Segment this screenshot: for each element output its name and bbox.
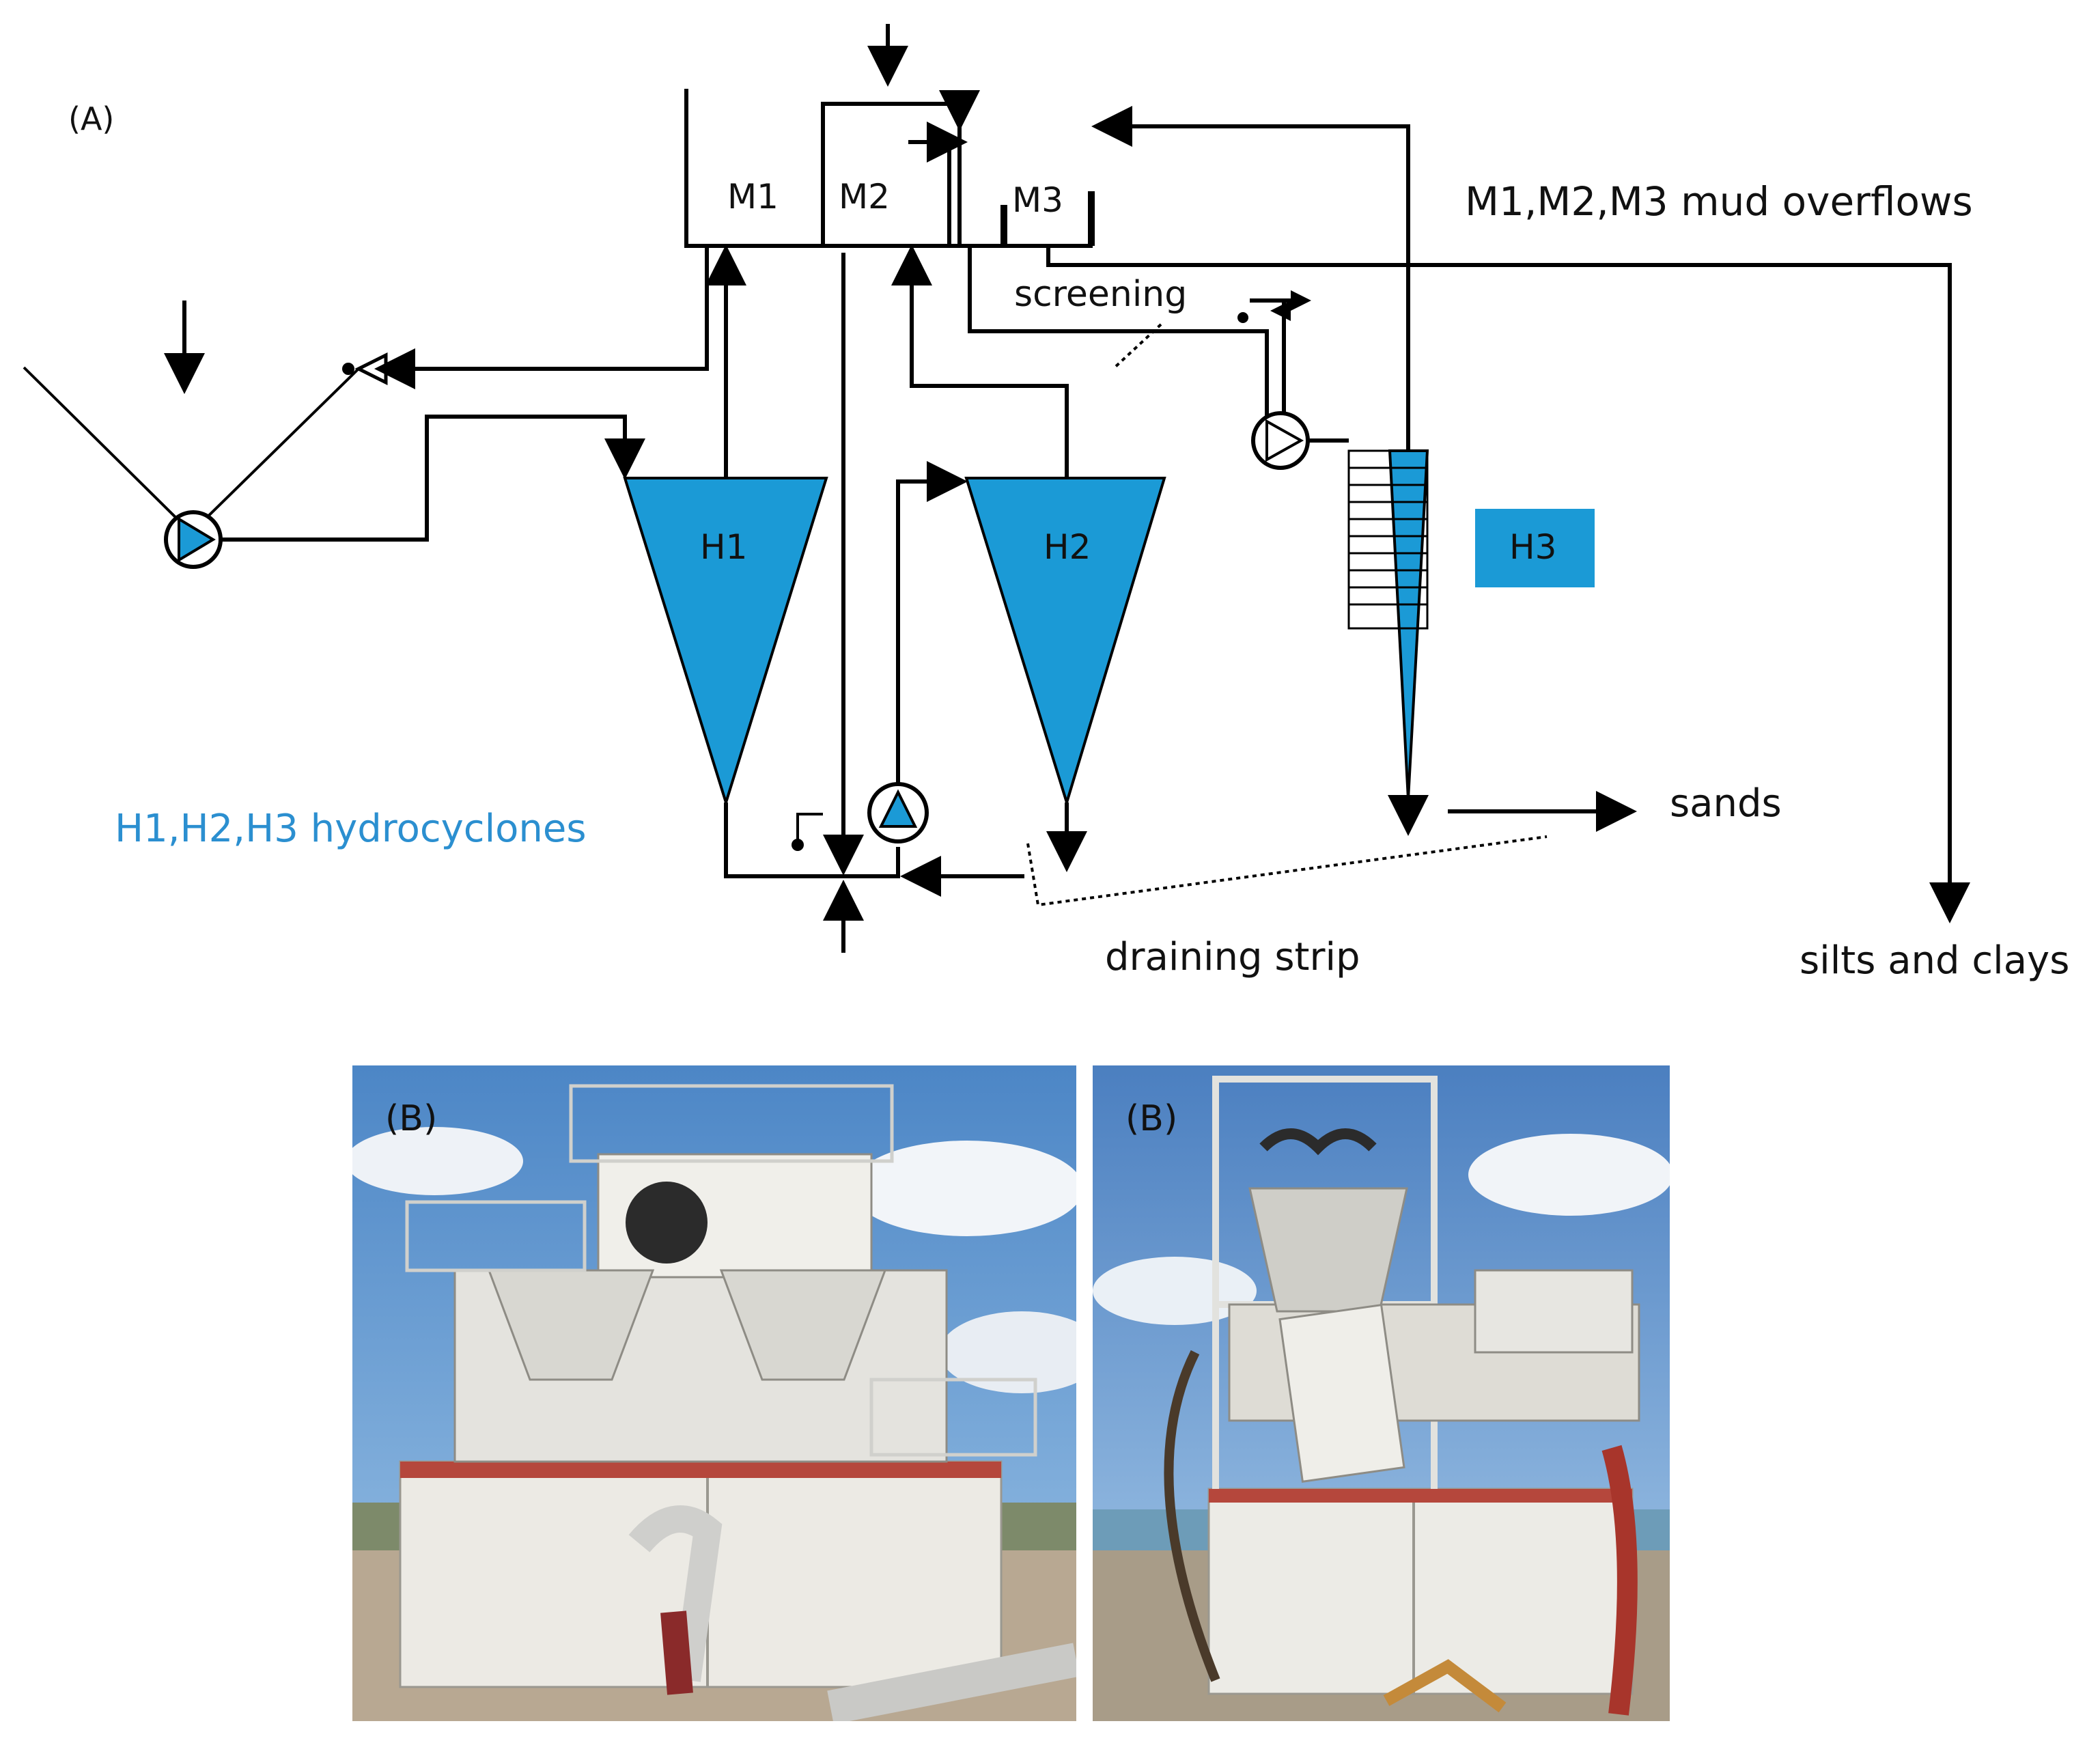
- pump-1: [164, 510, 223, 569]
- tank-outline: [684, 89, 1093, 248]
- tank-m2: [821, 102, 962, 248]
- h3-classifier-grid: [1347, 449, 1429, 630]
- process-diagram: (A) M1 M2 M3 H1 H2 H3: [23, 24, 2069, 983]
- label-draining-strip: draining strip: [1105, 935, 1360, 979]
- label-h3: H3: [1509, 527, 1556, 567]
- label-m1: M1: [727, 177, 779, 217]
- h3-label-box: [1475, 509, 1595, 587]
- pump-2: [867, 782, 929, 843]
- legend-hydrocyclones: H1,H2,H3 hydrocyclones: [115, 807, 587, 851]
- leader-lines: [1026, 323, 1548, 907]
- photo-plant-2: (B): [1093, 1065, 1670, 1721]
- legend-mud-overflows: M1,M2,M3 mud overflows: [1465, 178, 1973, 225]
- label-m3: M3: [1012, 180, 1063, 220]
- label-m2: M2: [839, 177, 890, 217]
- mud-tanks: [684, 89, 1095, 248]
- valve-handle-1: [342, 363, 354, 375]
- label-h1: H1: [700, 527, 747, 567]
- valves: [342, 290, 1311, 851]
- output-silts-clays: silts and clays: [1800, 938, 2069, 983]
- photo-label-b2: (B): [1125, 1098, 1178, 1139]
- flow-lines: [23, 24, 1970, 953]
- label-screening: screening: [1014, 274, 1187, 315]
- pump-3: [1251, 411, 1310, 470]
- photo-plant-1: (B): [352, 1065, 1076, 1721]
- label-h2: H2: [1044, 527, 1091, 567]
- photo-label-b1: (B): [385, 1098, 438, 1139]
- pumps: [164, 411, 1310, 843]
- hydrocyclones: [623, 449, 1429, 807]
- panel-a-label: (A): [68, 100, 114, 137]
- output-sands: sands: [1670, 781, 1782, 826]
